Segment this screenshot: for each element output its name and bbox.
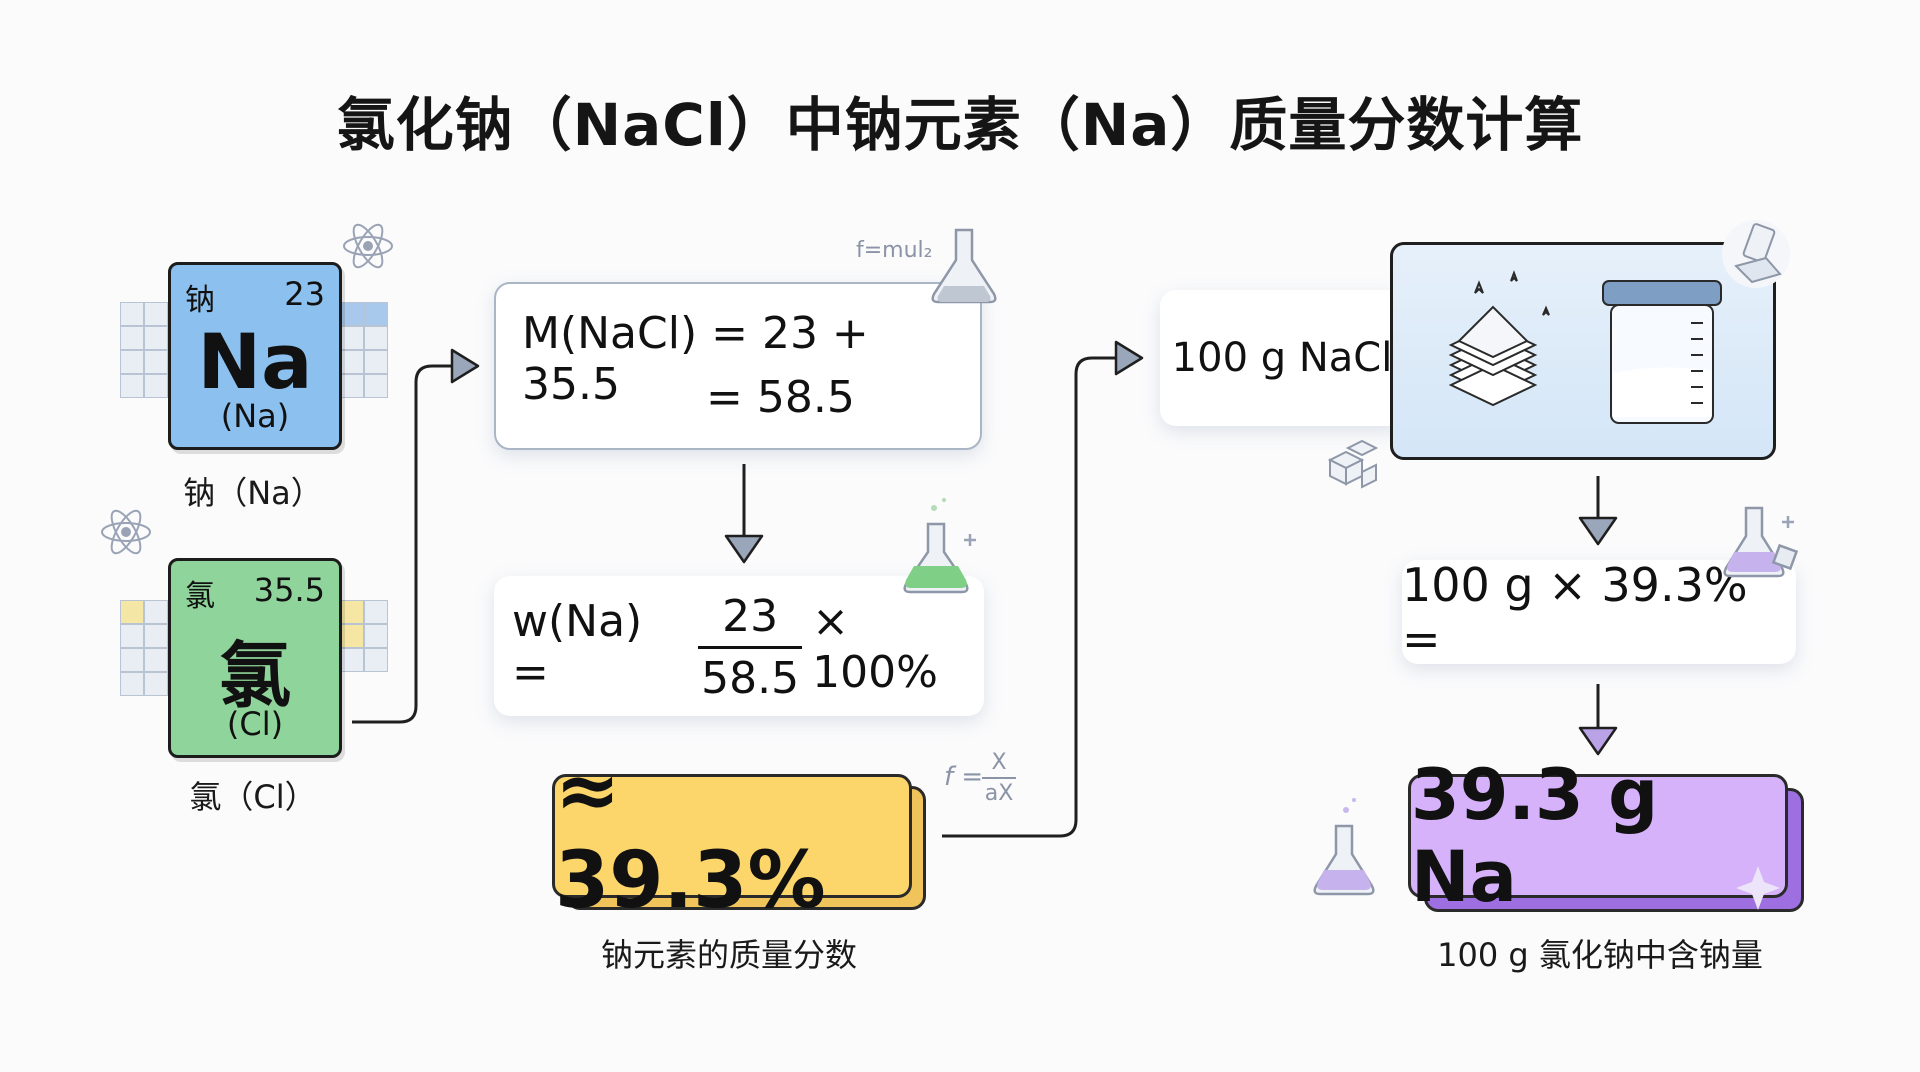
salt-pile-and-jar-illustration — [1448, 270, 1722, 424]
molar-mass-box: M(NaCl) = 23 + 35.5 = 58.5 — [494, 282, 982, 450]
formula-note-bottom-term: aX — [984, 781, 1014, 806]
molar-mass-line1: M(NaCl) = 23 + 35.5 — [522, 308, 869, 410]
arrowhead-down-2 — [1578, 516, 1618, 546]
periodic-table-deco-right-bottom — [340, 600, 388, 672]
salt-illustration-panel — [1390, 242, 1776, 460]
formula-note-top-term: X — [991, 750, 1007, 775]
periodic-table-deco-left-top — [120, 302, 168, 398]
sodium-element-tile: 钠 23 Na (Na) — [168, 262, 342, 450]
mass-fraction-result: ≈ 39.3% — [552, 746, 912, 926]
fraction-numerator: 23 — [722, 590, 779, 642]
flask-icon-purple-2 — [1313, 798, 1375, 896]
sample-mass-box: 100 g NaCl — [1160, 290, 1404, 426]
arrowhead-right-1 — [450, 348, 480, 384]
final-caption: 100 g 氯化钠中含钠量 — [1437, 936, 1763, 974]
mass-fraction-formula-box: w(Na) = 23 58.5 × 100% — [494, 576, 984, 716]
element-name: 氯 — [185, 579, 215, 614]
arrowhead-down-3 — [1578, 726, 1618, 756]
formula-note-bar — [982, 777, 1016, 779]
chlorine-element-tile: 氯 35.5 氯 (Cl) — [168, 558, 342, 758]
page-title: 氯化钠（NaCl）中钠元素（Na）质量分数计算 — [336, 91, 1584, 159]
element-number: 23 — [284, 275, 325, 313]
element-name: 钠 — [185, 283, 215, 318]
chlorine-caption: 氯（Cl） — [189, 778, 317, 816]
periodic-table-deco-left-bottom — [120, 600, 168, 696]
element-number: 35.5 — [253, 571, 325, 609]
atom-icon-1 — [343, 223, 393, 269]
formula-note-fraction: X aX — [982, 750, 1016, 806]
arrowhead-right-2 — [1114, 340, 1144, 376]
salt-cubes-icon — [1327, 439, 1379, 489]
fraction-bar — [698, 645, 803, 649]
element-symbol: 氯 — [218, 634, 291, 718]
fraction-lhs: w(Na) = — [512, 596, 643, 698]
fraction: 23 58.5 — [698, 590, 803, 704]
molar-mass-line2: = 58.5 — [706, 372, 855, 423]
periodic-table-deco-right-top — [340, 302, 388, 398]
element-symbol: Na — [197, 317, 313, 406]
fraction-rhs: × 100% — [812, 596, 938, 698]
multiply-box: 100 g × 39.3% = — [1402, 558, 1796, 666]
result-caption: 钠元素的质量分数 — [600, 936, 857, 974]
fraction-denominator: 58.5 — [701, 652, 800, 704]
sodium-caption: 钠（Na） — [183, 474, 323, 512]
atom-icon-2 — [101, 509, 151, 555]
final-result-box: 39.3 g Na — [1408, 754, 1788, 918]
element-subtitle: (Cl) — [226, 705, 284, 743]
formula-note-top: f=mul₂ — [856, 238, 933, 263]
element-subtitle: (Na) — [220, 397, 290, 435]
formula-note-f: f = — [944, 762, 984, 792]
arrowhead-down-1 — [724, 534, 764, 564]
